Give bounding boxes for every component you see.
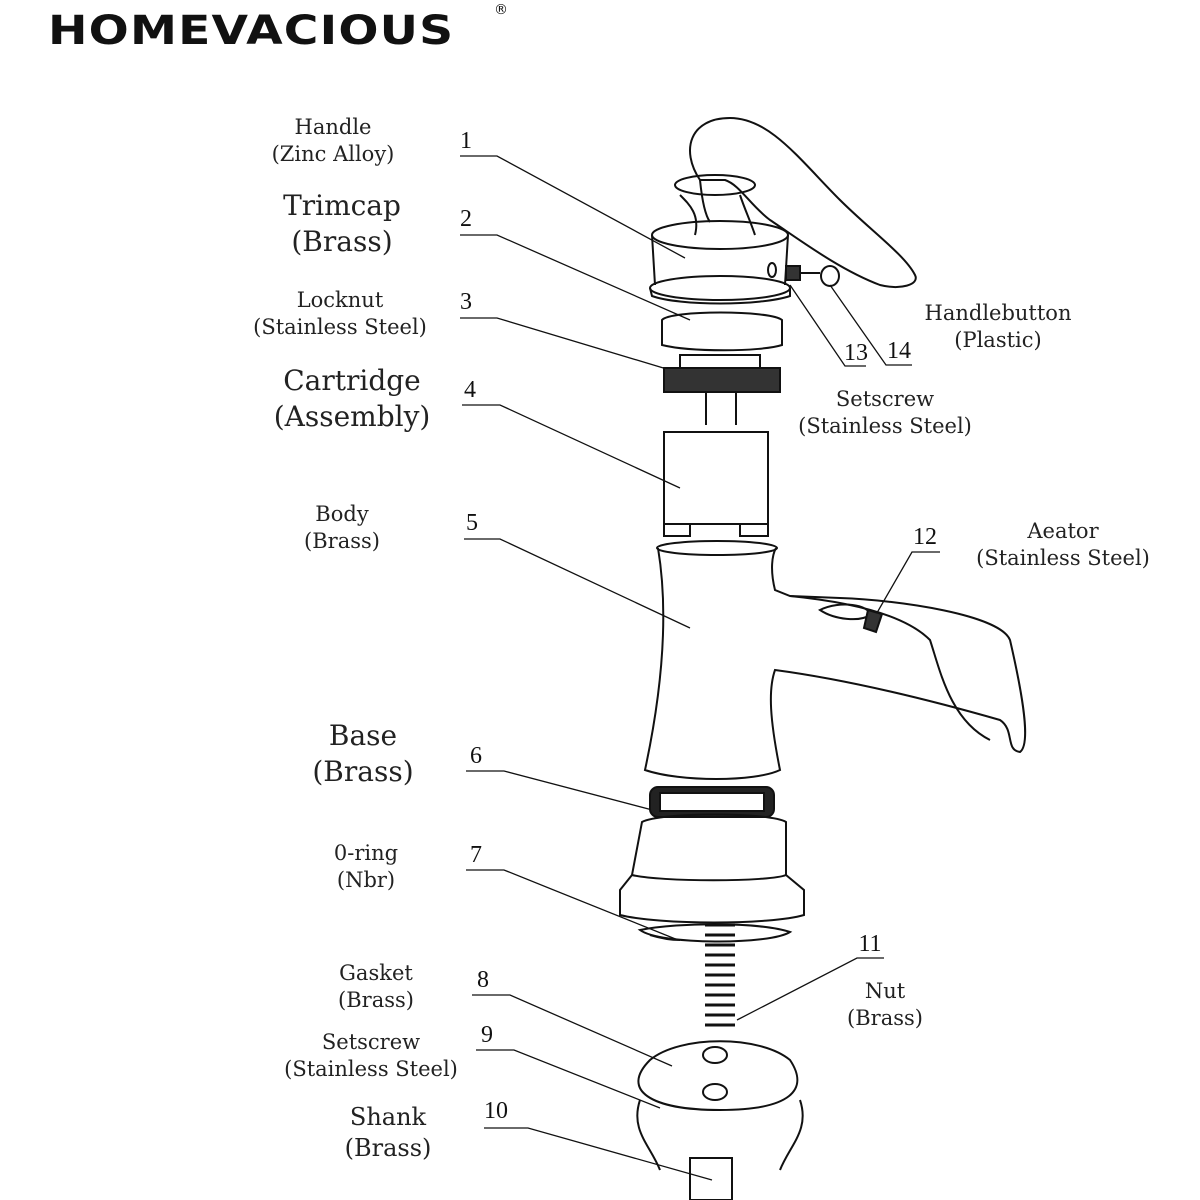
- callout-1: 1: [460, 128, 472, 154]
- leader-9: [476, 1049, 661, 1109]
- leader-3: [460, 317, 671, 371]
- callout-10: 10: [484, 1098, 508, 1124]
- leader-11: [736, 957, 884, 1021]
- label-o-ring: 0-ring(Nbr): [333, 841, 399, 893]
- leader-lines: [460, 155, 940, 1181]
- callout-13: 13: [844, 340, 868, 366]
- label-setscrew-upper: Setscrew(Stainless Steel): [798, 387, 972, 439]
- leader-14: [829, 284, 912, 366]
- gasket-part: [636, 1040, 804, 1171]
- body-part: [643, 540, 1027, 780]
- leader-13: [789, 284, 866, 367]
- callout-2: 2: [460, 206, 472, 232]
- label-setscrew-lower: Setscrew(Stainless Steel): [284, 1030, 458, 1082]
- o-ring-part: [637, 923, 793, 943]
- locknut-part: [663, 354, 781, 425]
- shank-part: [689, 1157, 733, 1200]
- callout-7: 7: [470, 842, 482, 868]
- callout-4: 4: [464, 377, 476, 403]
- registered-mark: ®: [494, 2, 508, 18]
- leader-8: [472, 994, 673, 1067]
- callout-9: 9: [481, 1022, 493, 1048]
- callout-11: 11: [858, 931, 882, 957]
- label-trimcap: Trimcap(Brass): [283, 189, 401, 259]
- callout-6: 6: [470, 743, 482, 769]
- label-locknut: Locknut(Stainless Steel): [253, 288, 427, 340]
- label-handlebutton: Handlebutton(Plastic): [924, 301, 1072, 353]
- cartridge-part: [663, 431, 769, 537]
- label-cartridge: Cartridge(Assembly): [273, 364, 431, 434]
- callout-3: 3: [460, 289, 472, 315]
- label-base: Base(Brass): [312, 719, 414, 789]
- leader-2: [460, 234, 691, 321]
- leader-5: [464, 538, 691, 629]
- label-handle: Handle(Zinc Alloy): [271, 115, 395, 167]
- leader-6: [466, 770, 661, 813]
- brand-logo: HOMEVACIOUS: [48, 8, 455, 54]
- label-body: Body(Brass): [304, 502, 380, 554]
- label-nut: Nut(Brass): [847, 979, 923, 1031]
- leader-4: [462, 404, 681, 489]
- callout-14: 14: [887, 338, 911, 364]
- threaded-rod: [705, 923, 735, 1027]
- handle-part: [649, 116, 917, 305]
- callout-8: 8: [477, 967, 489, 993]
- trimcap-part: [661, 311, 783, 352]
- leader-10: [484, 1127, 713, 1181]
- label-aerator: Aeator(Stainless Steel): [976, 519, 1150, 571]
- base-part: [619, 786, 805, 924]
- callout-5: 5: [466, 510, 478, 536]
- leader-1: [460, 155, 686, 259]
- label-shank: Shank(Brass): [344, 1103, 432, 1163]
- callout-12: 12: [913, 524, 937, 550]
- leader-7: [466, 869, 679, 941]
- label-gasket: Gasket(Brass): [338, 961, 414, 1013]
